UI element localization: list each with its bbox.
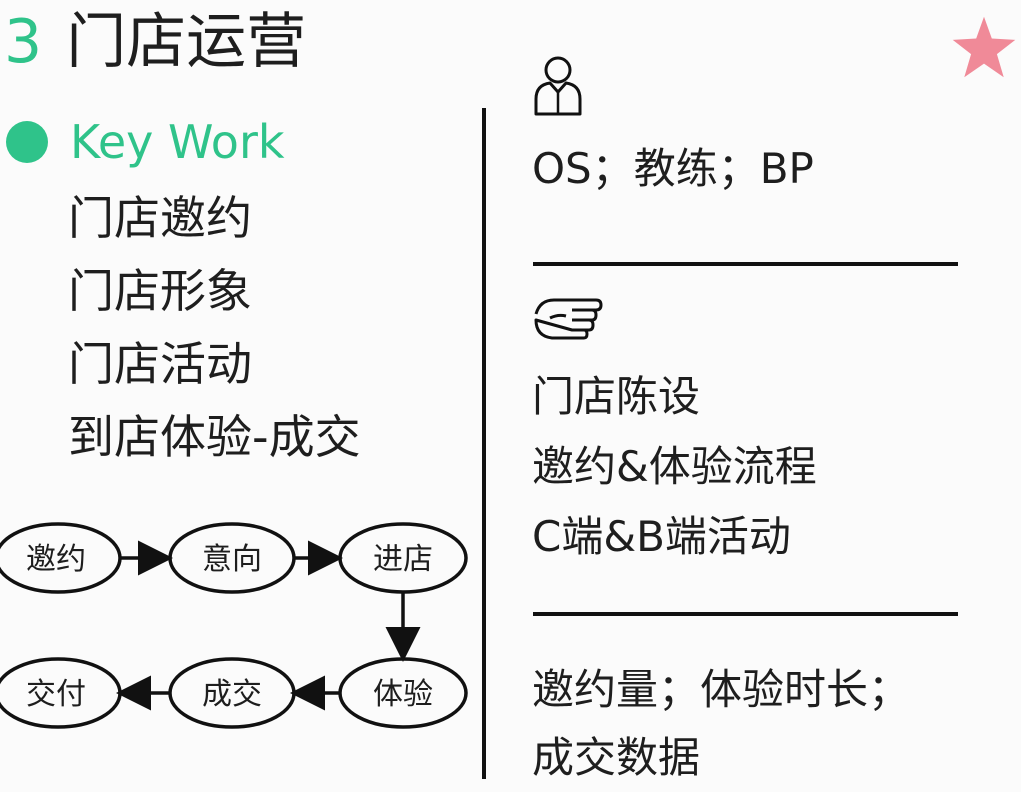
flow-node-intent: 意向 [168, 522, 296, 594]
flow-node-label: 成交 [202, 677, 262, 712]
process-flow-diagram: 邀约 意向 进店 体验 成交 交付 [0, 522, 468, 729]
flow-node-label: 体验 [373, 677, 433, 712]
key-work-item: 门店邀约 [68, 191, 252, 245]
divider-horizontal-1 [533, 262, 958, 266]
flow-node-label: 邀约 [26, 542, 86, 577]
flow-node-label: 意向 [202, 542, 262, 577]
person-icon [534, 56, 582, 116]
page-title: 3 门店运营 [4, 4, 306, 80]
key-work-label: Key Work [70, 115, 285, 169]
content-item: C端&B端活动 [532, 512, 791, 561]
key-work-heading: Key Work [6, 114, 285, 170]
key-work-item: 门店形象 [68, 264, 252, 318]
metrics-line: 邀约量；体验时长； [532, 665, 911, 714]
column-divider [482, 108, 486, 779]
star-icon [952, 16, 1016, 78]
content-item: 门店陈设 [532, 372, 701, 421]
pointing-hand-icon [534, 298, 603, 340]
roles-text: OS；教练；BP [532, 144, 814, 193]
key-work-list: 门店邀约 门店形象 门店活动 到店体验-成交 [68, 182, 361, 474]
flow-node-experience: 体验 [338, 657, 468, 729]
flow-node-deal: 成交 [168, 657, 296, 729]
content-item: 邀约&体验流程 [532, 442, 817, 491]
key-work-item: 到店体验-成交 [68, 410, 361, 464]
flow-node-label: 进店 [373, 542, 433, 577]
dot-icon [6, 121, 48, 163]
section-title: 门店运营 [66, 7, 307, 77]
metrics-line: 成交数据 [532, 733, 701, 782]
content-list: 门店陈设 邀约&体验流程 C端&B端活动 [532, 362, 817, 572]
flow-node-enter-store: 进店 [338, 522, 468, 594]
flow-node-delivery: 交付 [0, 657, 122, 729]
flow-node-label: 交付 [26, 677, 86, 712]
key-work-item: 门店活动 [68, 337, 252, 391]
section-number: 3 [4, 7, 43, 77]
metrics-text: 邀约量；体验时长； 成交数据 [532, 656, 1002, 792]
flow-node-invite: 邀约 [0, 522, 122, 594]
divider-horizontal-2 [533, 612, 958, 616]
